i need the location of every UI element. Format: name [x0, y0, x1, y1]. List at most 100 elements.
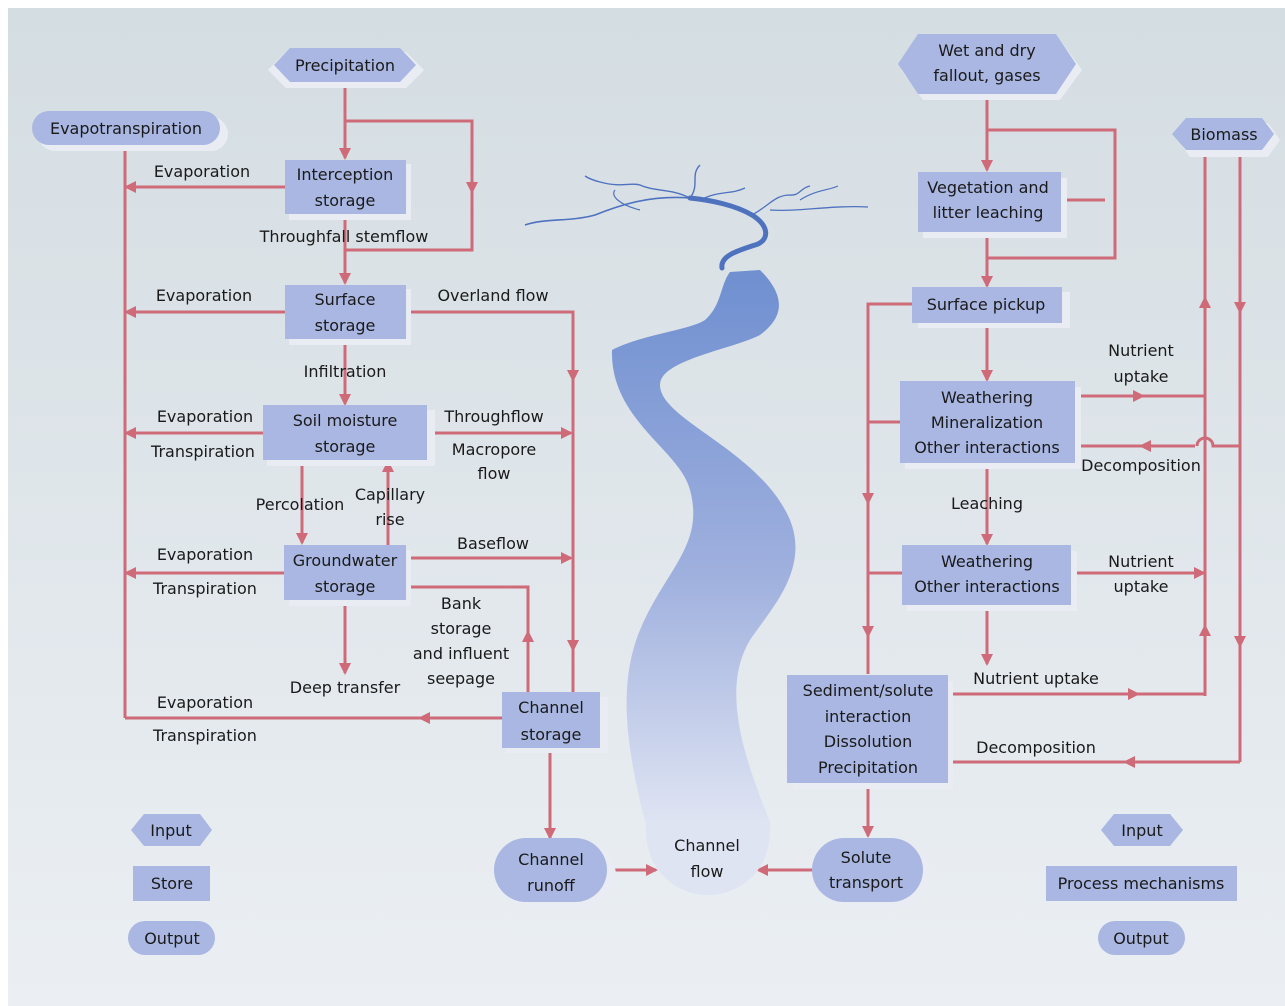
deep-transfer-label: Deep transfer	[290, 678, 401, 697]
soil-moisture-line-2: storage	[315, 437, 376, 456]
sediment-line-3: Dissolution	[824, 732, 912, 751]
input-biomass: Biomass	[1172, 118, 1280, 157]
right-flow-arrows	[756, 96, 1246, 876]
interception-line-2: storage	[315, 191, 376, 210]
evaporation-label-4: Evaporation	[157, 545, 253, 564]
legend-right-input-shape	[1101, 814, 1183, 846]
capillary-line-1: Capillary	[355, 485, 425, 504]
channel-storage-line-1: Channel	[518, 698, 584, 717]
legend-left: Input Store Output	[128, 814, 215, 955]
decomposition-label-1: Decomposition	[1081, 456, 1201, 475]
river-illustration	[524, 164, 869, 822]
wet-dry-line-2: fallout, gases	[933, 66, 1040, 85]
decomposition-label-2: Decomposition	[976, 738, 1096, 757]
output-channel-flow: Channel flow	[646, 822, 770, 895]
legend-process-shape	[1046, 866, 1237, 901]
channel-runoff-line-2: runoff	[527, 876, 576, 895]
weathering-1-line-3: Other interactions	[914, 438, 1059, 457]
store-interception: Interception storage	[285, 160, 411, 220]
legend-output-shape	[128, 921, 215, 955]
weathering-1-line-2: Mineralization	[931, 413, 1043, 432]
weathering-2-line-1: Weathering	[941, 552, 1033, 571]
legend-right: Input Process mechanisms Output	[1046, 814, 1237, 955]
soil-moisture-line-1: Soil moisture	[293, 411, 398, 430]
overland-flow-label: Overland flow	[437, 286, 548, 305]
percolation-label: Percolation	[256, 495, 345, 514]
legend-left-store-label: Store	[151, 874, 193, 893]
nutrient-uptake-3-label: Nutrient uptake	[973, 669, 1099, 688]
leaching-label: Leaching	[951, 494, 1023, 513]
macropore-line-2: flow	[478, 464, 511, 483]
sediment-line-4: Precipitation	[818, 758, 918, 777]
input-wet-dry-fallout: Wet and dry fallout, gases	[898, 34, 1082, 100]
store-surface: Surface storage	[285, 285, 411, 345]
legend-right-output-label: Output	[1113, 929, 1169, 948]
input-precipitation: Precipitation	[268, 48, 424, 88]
output-channel-runoff: Channel runoff	[494, 838, 616, 908]
output-solute-transport: Solute transport	[812, 838, 930, 908]
precipitation-label: Precipitation	[295, 56, 395, 75]
legend-right-process-label: Process mechanisms	[1058, 874, 1225, 893]
store-groundwater: Groundwater storage	[284, 545, 411, 606]
legend-left-output-label: Output	[144, 929, 200, 948]
sediment-line-1: Sediment/solute	[803, 681, 934, 700]
baseflow-label: Baseflow	[457, 534, 529, 553]
diagram-background	[8, 8, 1285, 1006]
wet-dry-line-1: Wet and dry	[938, 41, 1035, 60]
solute-transport-line-2: transport	[829, 873, 903, 892]
weathering-2-line-2: Other interactions	[914, 577, 1059, 596]
interception-line-1: Interception	[297, 165, 394, 184]
output-evapotranspiration: Evapotranspiration	[32, 111, 228, 151]
throughflow-label: Throughflow	[443, 407, 543, 426]
groundwater-line-2: storage	[315, 577, 376, 596]
sediment-line-2: interaction	[825, 707, 912, 726]
surface-pickup-label: Surface pickup	[927, 295, 1046, 314]
legend-input-shape	[131, 814, 212, 846]
process-weathering-other: Weathering Other interactions	[902, 545, 1077, 611]
transpiration-label-1: Transpiration	[150, 442, 255, 461]
nutrient-uptake-2-line-1: Nutrient	[1108, 552, 1174, 571]
legend-left-input-label: Input	[150, 821, 191, 840]
nutrient-uptake-1-line-1: Nutrient	[1108, 341, 1174, 360]
surface-line-2: storage	[315, 316, 376, 335]
legend-store-shape	[133, 866, 210, 901]
infiltration-label: Infiltration	[304, 362, 387, 381]
solute-transport-line-1: Solute	[841, 848, 892, 867]
evaporation-label-3: Evaporation	[157, 407, 253, 426]
capillary-line-2: rise	[375, 510, 404, 529]
nutrient-uptake-1-line-2: uptake	[1114, 367, 1169, 386]
channel-runoff-line-1: Channel	[518, 850, 584, 869]
bank-storage-line-1: Bank	[441, 594, 482, 613]
legend-right-output-shape	[1098, 921, 1185, 955]
process-vegetation-leaching: Vegetation and litter leaching	[918, 172, 1067, 238]
process-weathering-mineralization: Weathering Mineralization Other interact…	[900, 381, 1081, 469]
store-soil-moisture: Soil moisture storage	[263, 405, 435, 466]
transpiration-label-2: Transpiration	[152, 579, 257, 598]
groundwater-line-1: Groundwater	[293, 551, 398, 570]
bank-storage-line-3: and influent	[413, 644, 509, 663]
evaporation-label-2: Evaporation	[156, 286, 252, 305]
channel-storage-line-2: storage	[521, 725, 582, 744]
evaporation-label-5: Evaporation	[157, 693, 253, 712]
bank-storage-line-4: seepage	[427, 669, 495, 688]
channel-flow-line-1: Channel	[674, 836, 740, 855]
process-sediment-solute: Sediment/solute interaction Dissolution …	[787, 675, 953, 789]
surface-line-1: Surface	[315, 290, 376, 309]
weathering-1-line-1: Weathering	[941, 388, 1033, 407]
evapotranspiration-label: Evapotranspiration	[50, 119, 202, 138]
biomass-label: Biomass	[1190, 125, 1257, 144]
macropore-line-1: Macropore	[452, 440, 536, 459]
transpiration-label-3: Transpiration	[152, 726, 257, 745]
vegetation-line-1: Vegetation and	[927, 178, 1048, 197]
process-surface-pickup: Surface pickup	[912, 287, 1070, 328]
channel-flow-line-2: flow	[691, 862, 724, 881]
bank-storage-line-2: storage	[431, 619, 492, 638]
throughfall-stemflow-label: Throughfall stemflow	[259, 227, 429, 246]
left-flow-arrows	[123, 82, 658, 876]
flow-labels: Evaporation Throughfall stemflow Evapora…	[150, 162, 1201, 757]
vegetation-line-2: litter leaching	[933, 203, 1044, 222]
store-channel: Channel storage	[502, 692, 608, 753]
legend-right-input-label: Input	[1121, 821, 1162, 840]
nutrient-uptake-2-line-2: uptake	[1114, 577, 1169, 596]
